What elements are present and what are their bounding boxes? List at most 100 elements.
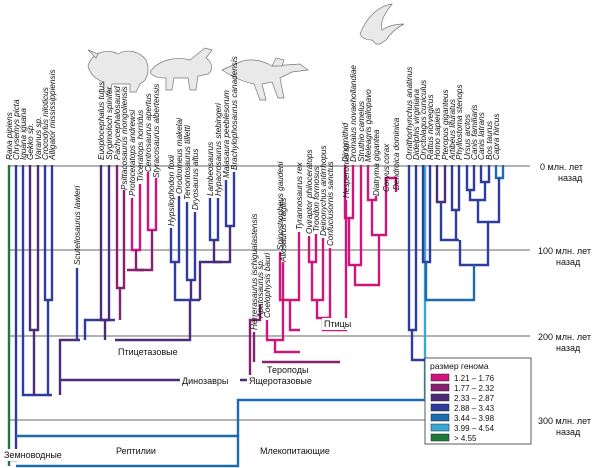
taxon-label: Stygimoloch spinifer — [105, 86, 114, 160]
group-labels: Птицы Птицетазовые Тероподы Ящеротазовые… — [2, 318, 351, 461]
tree-branch — [424, 262, 440, 302]
tree-branch — [208, 198, 220, 242]
time-label-100-unit: назад — [556, 257, 581, 267]
tree-branch — [353, 235, 381, 287]
tree-branch — [83, 318, 115, 340]
taxon-label: Brachylophosaurus canadensis — [230, 56, 239, 170]
tree-branch — [458, 222, 490, 267]
time-label-300: 300 млн. лет — [538, 416, 591, 426]
taxon-label: Canis latrans — [477, 112, 486, 160]
taxon-label: Tyrannosaurus rex — [295, 161, 304, 230]
legend-title: размер генома — [430, 361, 489, 371]
tree-branch — [440, 265, 476, 302]
taxon-label: Herrerasaurus ischigualastensis — [250, 214, 259, 331]
legend-items: 1.21 – 1.761.77 – 2.322.33 – 2.872.88 – … — [430, 373, 495, 443]
taxon-label: Oviraptor philoceratops — [305, 149, 314, 234]
tree-branch — [43, 165, 54, 302]
taxon-label: Rana pipiens — [5, 112, 14, 160]
group-label-mammals: Млекопитающие — [260, 446, 330, 456]
tree-branch — [146, 172, 158, 232]
taxon-label: Bos taurus — [485, 121, 494, 160]
taxon-label: Alligator mississippiensis — [48, 69, 57, 161]
tree-branch — [99, 165, 111, 322]
ceratopsian-silhouette — [87, 49, 149, 93]
taxon-label: Confuciusornis sanctus — [326, 161, 335, 246]
time-label-0: 0 млн. лет — [540, 162, 583, 172]
taxon-label: Struthio camelus — [357, 101, 366, 162]
taxon-label: Diatryma gigantea — [372, 129, 381, 196]
legend-range-label: > 4.55 — [454, 434, 477, 443]
legend-swatch — [430, 423, 450, 432]
legend-swatch — [430, 393, 450, 402]
tree-branch — [198, 260, 222, 300]
tree-branch — [58, 338, 80, 395]
taxon-label: Deinonychus antirrhopus — [319, 145, 328, 236]
group-label-theropods: Тероподы — [267, 365, 308, 375]
tree-branch — [450, 165, 461, 212]
taxon-label: Apatosaurus sp. — [256, 259, 265, 319]
taxon-label: Styracosaurus albertensis — [152, 84, 161, 178]
time-label-200: 200 млн. лет — [538, 332, 591, 342]
tree-branch — [410, 330, 430, 362]
taxon-label: Capra hircus — [492, 114, 501, 160]
tree-branch — [248, 305, 262, 380]
taxon-label: Coelophysis bauri — [263, 253, 272, 318]
taxon-label: Homo sapiens — [433, 108, 442, 160]
silhouettes — [87, 3, 405, 101]
taxon-label: Orodromeus makelai — [175, 118, 184, 194]
tree-branch — [439, 202, 459, 242]
hadrosaur-silhouette — [149, 47, 213, 91]
taxon-label: Meleagris gallopavo — [364, 89, 373, 162]
time-axis: 0 млн. лет назад 100 млн. лет назад 200 … — [538, 162, 591, 437]
taxon-label: Dryosaurus altus — [191, 149, 200, 210]
tree-branch — [479, 165, 491, 184]
tree-branch — [16, 434, 240, 468]
taxon-label: Corvus corax — [382, 143, 391, 192]
bird-silhouette — [359, 3, 405, 45]
taxon-label: Triceratops horridus — [136, 110, 145, 182]
tree-branch — [236, 398, 425, 436]
tree-branch — [21, 165, 52, 397]
taxon-label: Tenontosaurus tilletti — [183, 125, 192, 200]
group-label-saurischians: Ящеротазовые — [249, 376, 312, 386]
genome-size-legend: размер генома 1.21 – 1.761.77 – 2.322.33… — [424, 357, 532, 445]
legend-range-label: 2.88 – 3.43 — [454, 404, 495, 413]
taxon-label: Rattus norvegicus — [426, 94, 435, 160]
legend-range-label: 2.33 – 2.87 — [454, 394, 495, 403]
tree-branch — [185, 202, 197, 282]
taxon-label: Psittacosaurus mongoliensis — [120, 86, 129, 190]
tree-branch — [273, 340, 300, 354]
taxon-label: Varanus sp. — [34, 117, 43, 160]
legend-range-label: 3.99 – 4.54 — [454, 424, 495, 433]
taxon-label: Euoplocephalus tutus — [97, 82, 106, 160]
group-label-amphibians: Земноводные — [4, 450, 62, 460]
legend-range-label: 3.44 – 3.98 — [454, 414, 495, 423]
group-label-reptiles: Рептилии — [116, 446, 156, 456]
tree-branch — [307, 234, 318, 264]
taxon-label: Ornithorhynchus anatinus — [405, 67, 414, 160]
taxon-label: Hypsilophodon foxii — [167, 155, 176, 226]
taxon-label: Artibeus lituratus — [448, 99, 457, 161]
taxon-label: Chrysemys picta — [12, 99, 21, 160]
legend-swatch — [430, 403, 450, 412]
taxon-label: Didelphis virginiana — [412, 89, 421, 160]
legend-range-label: 1.77 – 2.32 — [454, 384, 495, 393]
tree-branch — [212, 226, 232, 264]
taxon-label: Troodon formosus — [312, 166, 321, 232]
taxon-label: Dendroica dominica — [392, 117, 401, 190]
taxon-label: Gekko sp. — [26, 123, 35, 160]
tree-branch — [494, 165, 505, 180]
taxon-label: Pteropus giganteus — [441, 89, 450, 160]
time-label-300-unit: назад — [556, 427, 581, 437]
taxon-label: Iguana iguana — [19, 108, 28, 160]
taxon-label: Oryctolagus cuniculus — [419, 80, 428, 160]
legend-swatch — [430, 383, 450, 392]
tree-branch — [421, 165, 432, 264]
taxon-label: Allosaurus fragilis — [279, 198, 288, 263]
taxon-label: Maiasaura peeblesorum — [222, 90, 231, 178]
group-label-dinosaurs: Динозавры — [182, 376, 228, 386]
taxon-label: Canis familiaris — [470, 104, 479, 160]
